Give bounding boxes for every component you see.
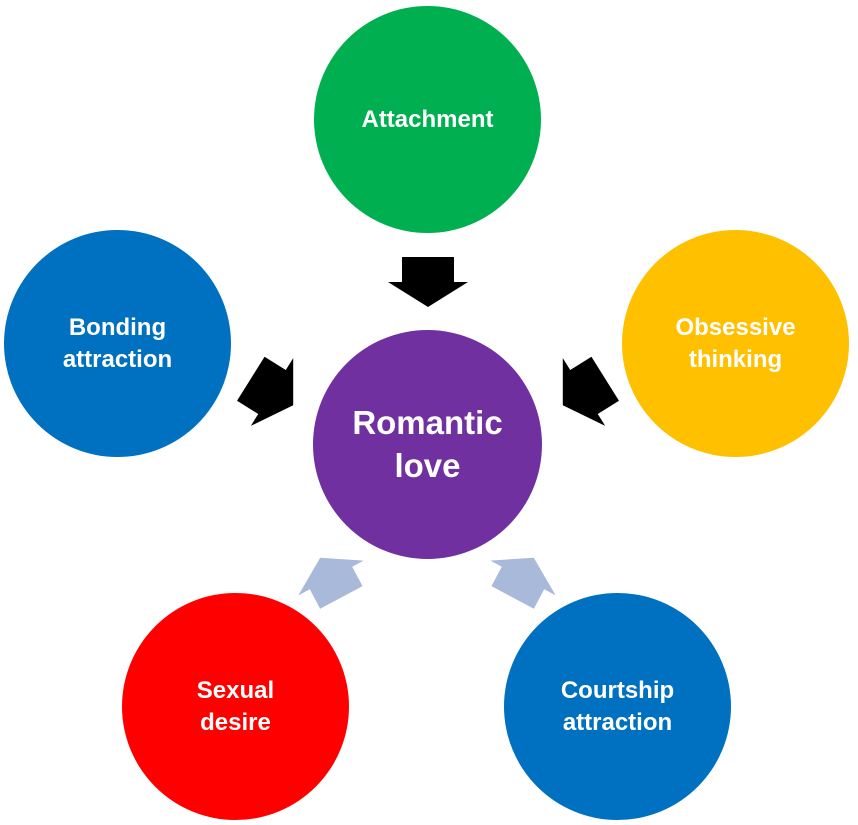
arrow-obsessive-to-center: [562, 356, 619, 426]
arrow-attachment-to-center: [388, 257, 468, 307]
arrow-bonding-to-center: [237, 356, 294, 426]
node-obsessive-thinking: Obsessive thinking: [622, 230, 849, 457]
arrow-courtship-to-center: [490, 557, 556, 609]
node-sexual-desire: Sexual desire: [122, 593, 349, 820]
node-attachment-label: Attachment: [361, 105, 494, 133]
node-bonding-attraction-label: Bonding attraction: [62, 313, 173, 373]
arrow-sexual-to-center: [298, 557, 364, 609]
node-sexual-desire-label: Sexual desire: [196, 676, 275, 736]
node-obsessive-thinking-label: Obsessive thinking: [675, 313, 796, 373]
node-courtship-attraction: Courtship attraction: [504, 593, 731, 820]
node-courtship-attraction-label: Courtship attraction: [560, 676, 675, 736]
node-romantic-love: Romantic love: [313, 330, 542, 559]
node-bonding-attraction: Bonding attraction: [4, 230, 231, 457]
node-attachment: Attachment: [314, 6, 541, 233]
node-romantic-love-label: Romantic love: [352, 404, 503, 484]
